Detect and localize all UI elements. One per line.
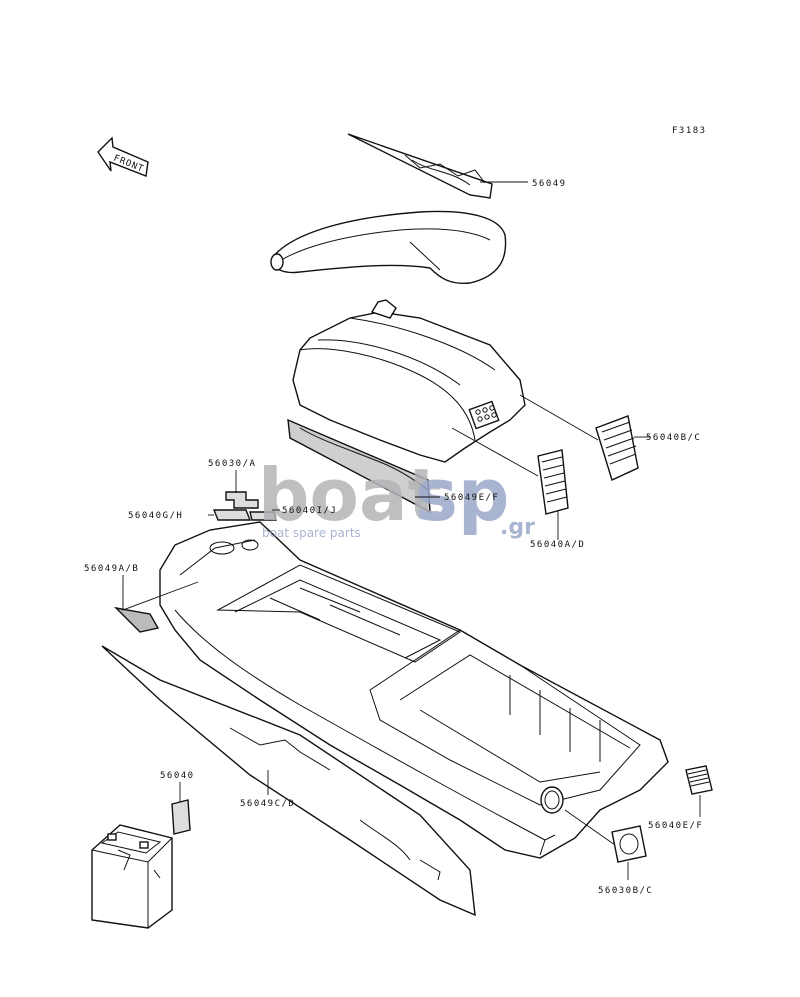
seat-decal-strip: [347, 133, 493, 199]
watermark-brand-b: sp: [415, 453, 509, 537]
callout-56049c: 56049C/D: [240, 799, 295, 809]
watermark-tld: .gr: [500, 515, 535, 540]
callout-56030b: 56030B/C: [598, 886, 653, 896]
handle-cover: [270, 210, 507, 285]
grille-decal-b: [595, 415, 639, 481]
callout-56040b: 56040B/C: [646, 433, 701, 443]
callout-56040e: 56040E/F: [648, 821, 703, 831]
callout-56040i: 56040I/J: [282, 506, 337, 516]
grille-decal-a: [537, 449, 569, 515]
callout-56049: 56049: [532, 179, 567, 189]
engine-hood: [292, 299, 526, 463]
callout-56040g: 56040G/H: [128, 511, 183, 521]
watermark-tagline: boat spare parts: [262, 526, 361, 540]
side-vent-decal: [685, 765, 713, 795]
drain-plug-decal: [611, 825, 647, 863]
callout-56030a: 56030/A: [208, 459, 256, 469]
figure-code: F3183: [672, 126, 707, 136]
front-arrow-icon: FRONT: [97, 136, 149, 177]
callout-56049a: 56049A/B: [84, 564, 139, 574]
watermark-brand-a: boat: [258, 453, 442, 537]
hood-side-decal: [287, 418, 431, 514]
leader-lines: [122, 181, 701, 880]
watermark-logo: boat sp .gr boat spare parts: [258, 453, 535, 540]
callout-56049e: 56049E/F: [444, 493, 499, 503]
callout-56040: 56040: [160, 771, 195, 781]
bow-decal: [113, 606, 160, 633]
hull-side-decal: [101, 645, 476, 917]
callout-56040a: 56040A/D: [530, 540, 585, 550]
battery: [91, 799, 191, 929]
hull-body: [159, 521, 669, 859]
small-stickers: [212, 491, 277, 521]
